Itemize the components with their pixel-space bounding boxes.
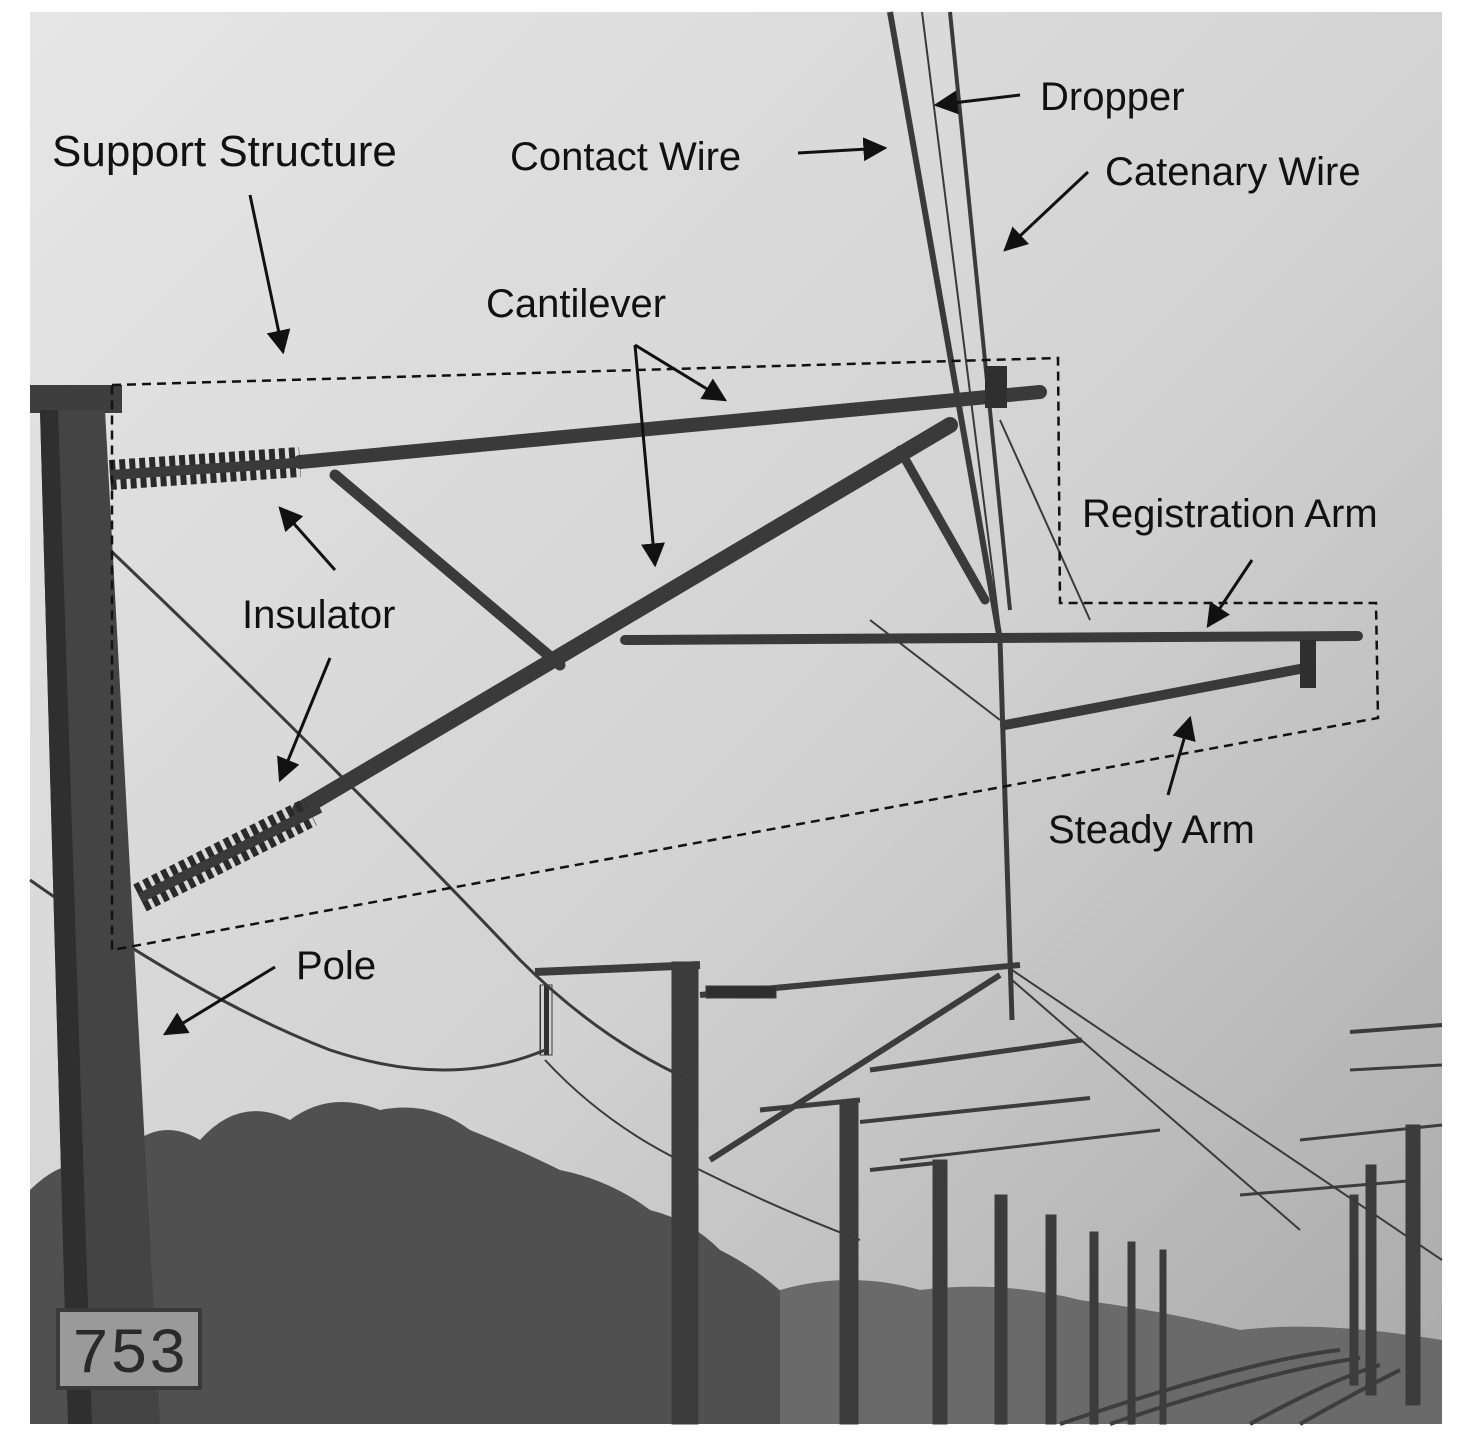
contact-wire-arrow xyxy=(797,137,888,162)
label-registration-arm: Registration Arm xyxy=(1082,492,1378,536)
label-support-structure: Support Structure xyxy=(52,127,397,176)
steady-arm-arrow xyxy=(1166,715,1196,796)
upper-cantilever-tube xyxy=(293,385,1047,469)
upper-insulator xyxy=(108,447,311,490)
cantilever-assembly xyxy=(292,366,1363,818)
annotation-labels: Support Structure Contact Wire Dropper C… xyxy=(52,75,1378,988)
catenary-wire-arrow xyxy=(1003,170,1090,252)
pole-number: 753 xyxy=(71,1320,186,1392)
insulator-arrow-lower xyxy=(277,657,332,783)
upright-brace xyxy=(895,445,990,605)
label-steady-arm: Steady Arm xyxy=(1048,808,1255,852)
dropper-arrow xyxy=(933,90,1021,115)
pole-arrow xyxy=(162,965,276,1036)
registration-tube xyxy=(620,631,1363,645)
label-cantilever: Cantilever xyxy=(486,282,666,326)
lower-cantilever-tube xyxy=(292,417,958,818)
annotation-arrows xyxy=(162,90,1254,1036)
diagonal-brace xyxy=(329,469,566,671)
label-contact-wire: Contact Wire xyxy=(510,135,741,179)
distant-poles xyxy=(534,961,1443,1425)
support-structure-outline xyxy=(110,356,1380,952)
label-catenary-wire: Catenary Wire xyxy=(1105,150,1361,194)
lower-insulator xyxy=(133,798,323,912)
label-dropper: Dropper xyxy=(1040,75,1185,119)
support-structure-arrow xyxy=(248,194,291,355)
cantilever-arrow-lower xyxy=(633,344,665,568)
label-pole: Pole xyxy=(296,944,376,988)
cantilever-arrow-upper xyxy=(634,343,728,402)
label-insulator: Insulator xyxy=(242,593,395,637)
insulator-arrow-upper xyxy=(278,506,337,571)
pole-number-plate: 753 xyxy=(56,1308,202,1392)
main-pole xyxy=(30,385,160,1424)
steady-arm-bar xyxy=(1000,663,1310,730)
registration-arm-arrow xyxy=(1206,559,1254,628)
